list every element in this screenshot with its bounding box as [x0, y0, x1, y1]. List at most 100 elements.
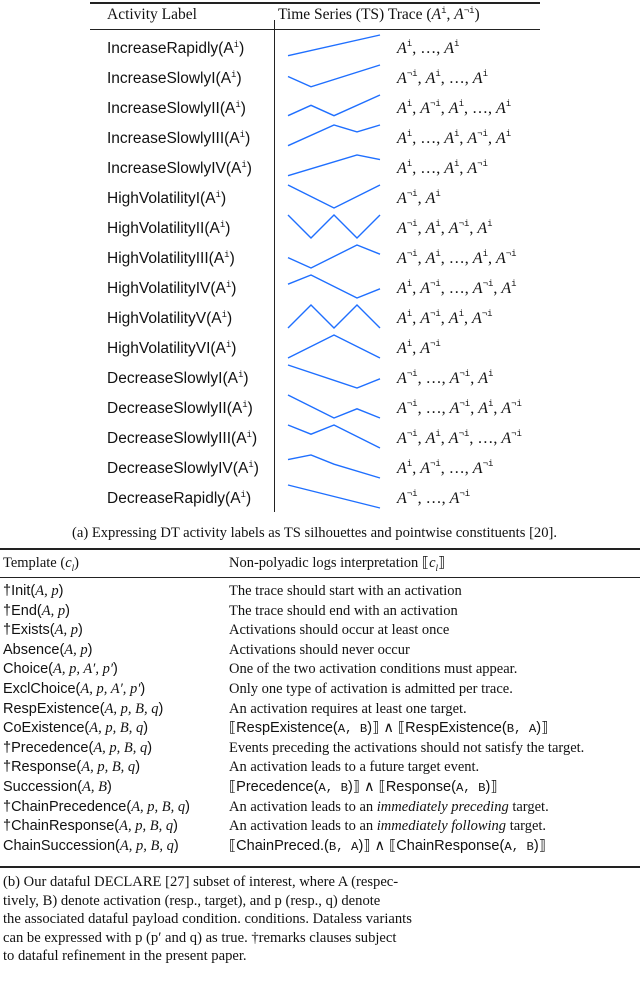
trace-separator: , [417, 430, 426, 447]
superscript-i: i [221, 310, 227, 320]
table-b-header-rule [0, 577, 640, 578]
trace-separator: , [464, 250, 473, 267]
ts-silhouette [287, 364, 381, 389]
trace-ellipsis: … [448, 250, 465, 267]
superscript-i: i [215, 190, 221, 200]
template-cell: ChainSuccession(A, p, B, q) [3, 837, 179, 854]
template-args: A, B [82, 779, 107, 795]
trace-event: A [425, 430, 436, 447]
activity-label: DecreaseRapidly(Ai) [107, 490, 252, 508]
template-name: CoExistence [3, 720, 85, 737]
trace-event: A [425, 190, 436, 207]
trace-separator: , [441, 490, 450, 507]
interpretation-cell: An activation leads to a future target e… [229, 759, 479, 776]
trace-event: A [501, 280, 512, 297]
activity-label-text: DecreaseSlowlyIII [107, 430, 232, 448]
trace-event-superscript: ¬i [459, 489, 471, 499]
dagger-mark: † [3, 622, 12, 639]
ts-silhouette [287, 454, 381, 479]
superscript-i: i [224, 250, 230, 260]
trace-event: A [397, 460, 407, 477]
trace-event: A [397, 70, 407, 87]
template-cell: RespExistence(A, p, B, q) [3, 700, 164, 717]
ts-silhouette [287, 394, 381, 419]
trace-event-superscript: i [505, 99, 512, 109]
trace-event: A [449, 400, 460, 417]
trace: Ai, A¬i, Ai, …, Ai [397, 99, 511, 118]
activity-label: HighVolatilityII(Ai) [107, 220, 231, 238]
trace: A¬i, Ai, A¬i, Ai [397, 219, 493, 238]
table-b-top-rule [0, 548, 640, 550]
activity-label: IncreaseRapidly(Ai) [107, 40, 245, 58]
trace-event: A [448, 220, 459, 237]
trace-separator: , [412, 310, 421, 327]
template-args: A, p, B, q [104, 700, 159, 717]
trace-event-superscript: ¬i [505, 249, 517, 259]
interpretation-text: The trace should end with an activation [229, 602, 458, 619]
trace-event-superscript: i [435, 429, 441, 439]
trace-separator: , [412, 280, 421, 297]
trace-ellipsis: … [420, 130, 437, 147]
activity-label-text: HighVolatilityII [107, 220, 205, 238]
template-name: Precedence [11, 739, 89, 756]
trace-event: A [478, 400, 488, 417]
interpretation-text: The trace should start with an activatio… [229, 583, 462, 599]
trace-event: A [448, 310, 459, 327]
trace-separator: , [441, 370, 450, 387]
interpretation-text: An activation leads to an [229, 798, 377, 815]
template-cell: †Precedence(A, p, B, q) [3, 739, 153, 756]
trace-ellipsis: … [420, 160, 437, 177]
trace-event-superscript: i [406, 309, 413, 319]
ts-silhouette [287, 34, 381, 57]
template-name: Choice [3, 661, 49, 678]
trace-ellipsis: … [448, 280, 465, 297]
interpretation-text: )⟧ ∧ ⟦RespExistence( [367, 720, 507, 737]
trace-event-superscript: ¬i [429, 99, 441, 109]
trace-separator: , [412, 100, 421, 117]
trace-event: A [397, 100, 407, 117]
trace-event-superscript: ¬i [458, 219, 470, 229]
ts-silhouette [287, 214, 381, 239]
trace-event: A [472, 460, 483, 477]
trace-event: A [471, 310, 482, 327]
activity-label: DecreaseSlowlyIV(Ai) [107, 460, 259, 478]
trace-event: A [444, 40, 454, 57]
trace-event-superscript: ¬i [511, 399, 522, 409]
trace: Ai, A¬i [397, 339, 441, 358]
interpretation-text: Events preceding the activations should … [229, 739, 585, 756]
template-args: A, p, A′, p′ [52, 661, 114, 678]
trace-separator: , [470, 370, 479, 387]
trace-separator: , [469, 220, 478, 237]
table-a-top-rule [90, 2, 540, 4]
template-name: End [11, 602, 37, 619]
trace-event: A [472, 250, 483, 267]
activity-label: DecreaseSlowlyI(Ai) [107, 370, 249, 388]
trace-separator: , [464, 70, 473, 87]
interpretation-text: Activations should never occur [229, 641, 410, 658]
template-args: A, p, B, q [131, 798, 186, 815]
interpretation-text: A, B [318, 781, 348, 795]
interpretation-cell: An activation leads to an immediately pr… [229, 799, 549, 816]
trace-ellipsis: … [425, 400, 442, 417]
ts-silhouette [287, 304, 381, 329]
ts-silhouette [287, 64, 381, 88]
trace-event: A [397, 190, 407, 207]
dagger-mark: † [3, 759, 12, 776]
trace: A¬i, …, A¬i, Ai, A¬i [397, 399, 522, 418]
trace-event: A [397, 130, 407, 147]
trace-event-superscript: i [482, 69, 488, 79]
interpretation-text: immediately preceding [376, 798, 509, 815]
dagger-mark: † [3, 583, 12, 599]
template-cell: †Exists(A, p) [3, 622, 83, 639]
table-a-header-rule [90, 29, 540, 30]
activity-label-text: HighVolatilityI [107, 190, 201, 208]
template-name: ChainSuccession [3, 837, 116, 854]
trace-event: A [397, 160, 407, 177]
ts-silhouette [287, 424, 381, 449]
trace: A¬i, Ai, …, Ai [397, 69, 488, 88]
interpretation-cell: Only one type of activation is admitted … [229, 681, 513, 698]
trace-event-superscript: ¬i [459, 369, 471, 379]
activity-label-text: IncreaseSlowlyIII [107, 130, 225, 148]
template-name: Succession [3, 779, 78, 795]
trace-event: A [467, 160, 478, 177]
